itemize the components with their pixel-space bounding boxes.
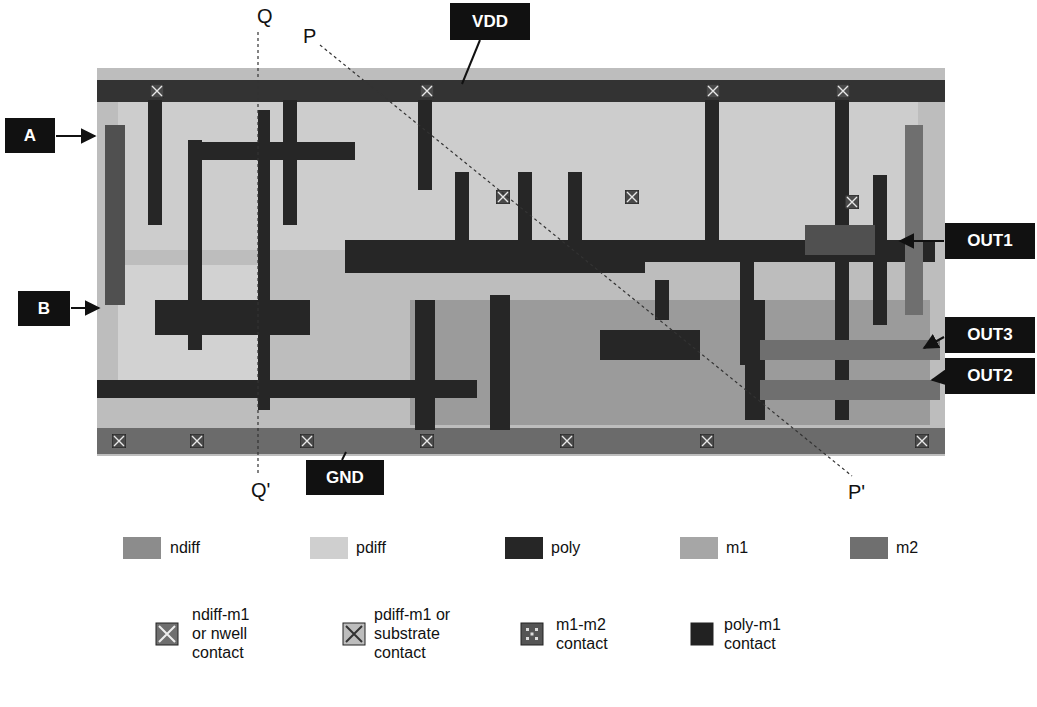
pin-label-box: OUT2: [945, 358, 1035, 394]
pointer-arrows: [56, 40, 944, 460]
contact-icon: [342, 622, 366, 646]
legend-text: m2: [896, 538, 996, 557]
section-label: P: [301, 26, 318, 46]
pin-name: OUT2: [967, 366, 1012, 386]
legend-swatch: [123, 537, 161, 559]
section-label: P': [846, 482, 867, 502]
pin-name: GND: [326, 468, 364, 488]
cell-layout: [97, 68, 945, 456]
pin-label-box: VDD: [450, 3, 530, 40]
legend-swatch: [850, 537, 888, 559]
pin-label-box: B: [18, 291, 70, 326]
pin-name: OUT3: [967, 325, 1012, 345]
contact-icon: [690, 622, 714, 646]
pin-label-box: A: [5, 118, 55, 153]
legend-swatch: [680, 537, 718, 559]
pin-label-box: OUT3: [945, 317, 1035, 353]
pin-label-box: GND: [306, 460, 384, 495]
contact-icon: [520, 622, 544, 646]
legend-swatch: [310, 537, 348, 559]
legend-text: pdiff-m1 or substrate contact: [374, 605, 466, 663]
contact-icon: [155, 622, 179, 646]
pin-label-box: OUT1: [945, 223, 1035, 259]
pin-name: VDD: [472, 12, 508, 32]
pin-name: B: [38, 299, 50, 319]
pin-name: A: [24, 126, 36, 146]
legend-text: m1-m2 contact: [556, 615, 626, 653]
legend-text: ndiff: [170, 538, 290, 557]
pin-name: OUT1: [967, 231, 1012, 251]
section-lines: [258, 32, 852, 476]
legend-text: pdiff: [356, 538, 476, 557]
legend-text: poly: [551, 538, 651, 557]
section-label: Q': [249, 480, 272, 500]
legend-swatch: [505, 537, 543, 559]
legend-text: poly-m1 contact: [724, 615, 794, 653]
legend-text: m1: [726, 538, 826, 557]
section-label: Q: [255, 6, 275, 26]
legend-text: ndiff-m1 or nwell contact: [192, 605, 264, 663]
